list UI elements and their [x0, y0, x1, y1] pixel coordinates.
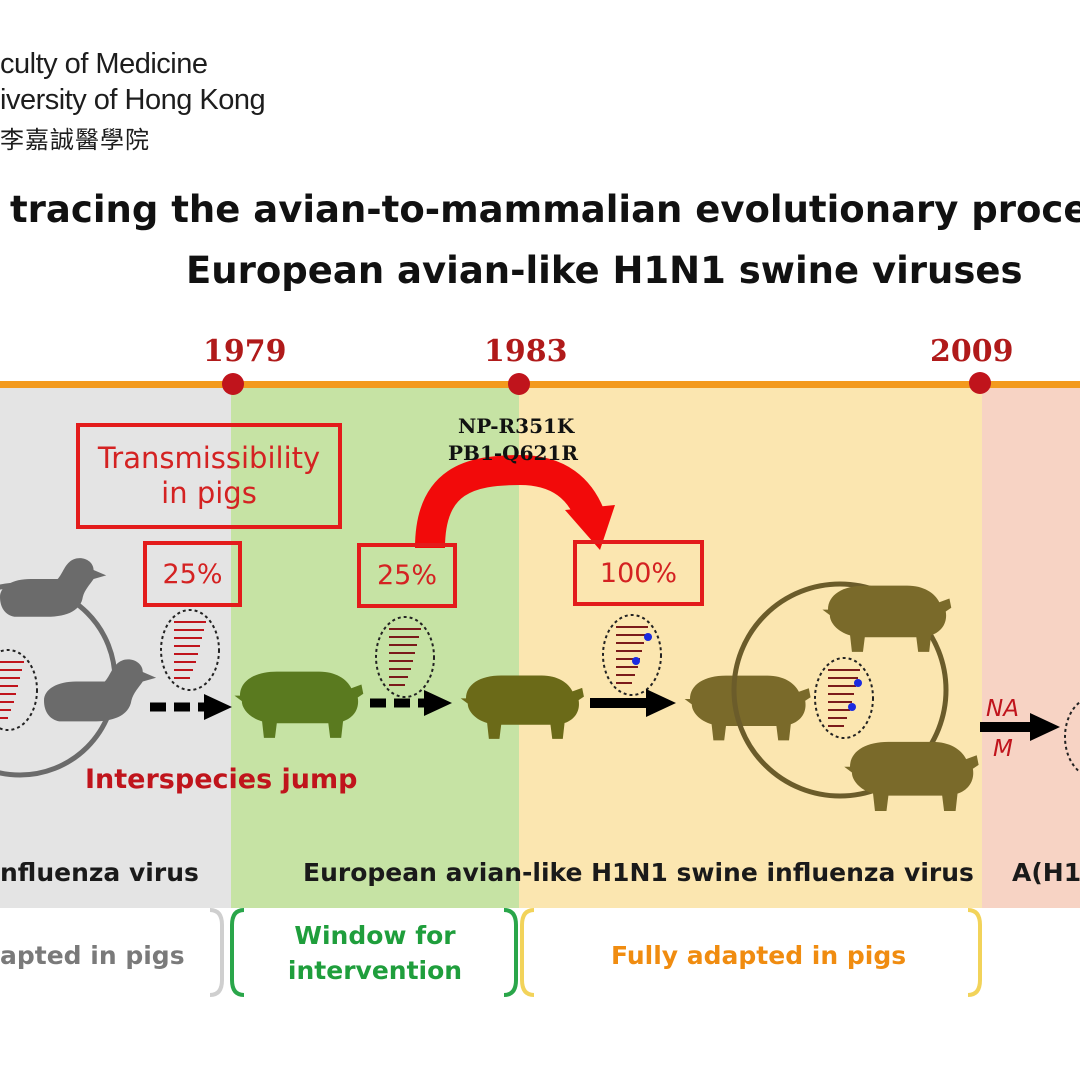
- phase-label-window: Window for intervention: [270, 918, 480, 988]
- percentage-box-1: 25%: [143, 541, 242, 607]
- title-line-1: tracing the avian-to-mammalian evolution…: [10, 188, 1080, 231]
- logo-line-3: 李嘉誠醫學院: [0, 127, 150, 154]
- transmissibility-line-2: in pigs: [161, 476, 257, 510]
- timeline-dot-1979: [222, 373, 244, 395]
- mutation-dot-4: [848, 703, 856, 711]
- pig-icon-3: [684, 675, 811, 741]
- zone-adapted: [519, 385, 982, 908]
- timeline-dot-2009: [969, 372, 991, 394]
- bracket-window-left: [230, 908, 245, 997]
- phase-label-adapted: Fully adapted in pigs: [611, 941, 907, 970]
- transmissibility-line-1: Transmissibility: [97, 441, 321, 476]
- gene-segment-icon-1: [160, 609, 220, 691]
- duck-icon: [0, 558, 107, 617]
- phase-window-line-2: intervention: [287, 956, 463, 985]
- bracket-adapted-left: [520, 908, 535, 997]
- logo-line-2: iversity of Hong Kong: [0, 84, 266, 116]
- pig-icon-1: [234, 671, 364, 738]
- mutation-dot-1: [644, 633, 652, 641]
- gene-segment-icon-3: [602, 614, 662, 696]
- bracket-adapted-right: [967, 908, 982, 997]
- virus-label-swine: European avian-like H1N1 swine influenza…: [303, 858, 974, 887]
- solid-arrow-icon-1: [590, 689, 676, 717]
- adaptation-arrow-icon: [415, 454, 615, 550]
- segment-m-label: M: [993, 736, 1013, 762]
- timeline-line: [0, 381, 1080, 388]
- virus-label-pandemic: A(H1: [1012, 858, 1080, 887]
- segment-na-label: NA: [986, 696, 1019, 722]
- pig-icon-2: [460, 675, 584, 739]
- virus-label-avian: nfluenza virus: [0, 858, 199, 887]
- mutation-dot-2: [632, 657, 640, 665]
- year-1979: 1979: [203, 334, 287, 369]
- percentage-box-3: 100%: [573, 540, 704, 606]
- percentage-box-2: 25%: [357, 543, 457, 608]
- year-2009: 2009: [930, 334, 1014, 369]
- bracket-window-right: [503, 908, 518, 997]
- mutation-label-2: PB1-Q621R: [448, 441, 578, 465]
- dashed-arrow-icon-2: [370, 690, 452, 716]
- phase-label-left: apted in pigs: [0, 941, 185, 970]
- mutation-dot-3: [854, 679, 862, 687]
- mutation-label-1: NP-R351K: [458, 414, 575, 438]
- gene-segment-icon-5: [1064, 700, 1080, 774]
- zone-pandemic: [982, 385, 1080, 908]
- duck-icon-2: [44, 659, 157, 722]
- gene-segment-icon-2: [375, 616, 435, 698]
- gene-segment-icon-4: [814, 657, 874, 739]
- gene-segment-icon-avian: [0, 649, 38, 731]
- title-line-2: European avian-like H1N1 swine viruses: [186, 249, 1023, 292]
- solid-arrow-icon-2: [980, 713, 1060, 741]
- phase-window-line-1: Window for: [294, 921, 456, 950]
- swine-cycle-icon: [731, 581, 949, 799]
- dashed-arrow-icon-1: [150, 694, 232, 720]
- transmissibility-box: Transmissibility in pigs: [76, 423, 342, 529]
- year-1983: 1983: [484, 334, 568, 369]
- bracket-left-end: [209, 908, 224, 997]
- pig-icon-5: [844, 741, 979, 811]
- interspecies-jump-label: Interspecies jump: [85, 764, 358, 795]
- logo-line-1: culty of Medicine: [0, 48, 208, 80]
- timeline-dot-1983: [508, 373, 530, 395]
